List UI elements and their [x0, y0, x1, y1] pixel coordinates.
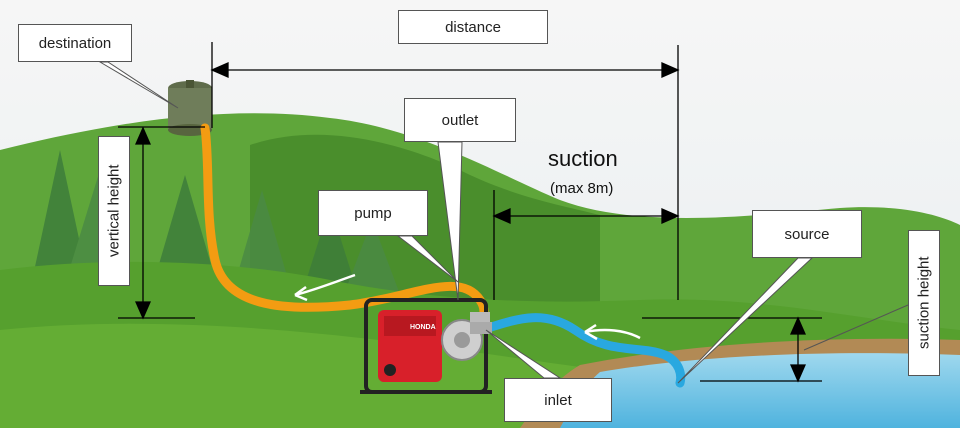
- water-pump-icon: HONDA: [360, 298, 492, 394]
- flow-arrow-icon: [584, 323, 641, 341]
- distance-arrow-left: [210, 62, 229, 78]
- callout-pointers: [98, 61, 909, 384]
- inlet-label: inlet: [504, 378, 612, 422]
- flow-arrow-icon: [294, 273, 356, 302]
- suction-arrow-right: [661, 208, 680, 224]
- suction-max-note: (max 8m): [550, 180, 614, 197]
- distance-arrow-right: [661, 62, 680, 78]
- meadow-front: [0, 323, 620, 428]
- pump-label: pump: [318, 190, 428, 236]
- distance-label: distance: [398, 10, 548, 44]
- suction-height-label: suction height: [908, 230, 940, 376]
- suction-height-arrow-bottom: [790, 364, 806, 383]
- vertical-arrow-bottom: [135, 301, 151, 320]
- water-tank-icon: [168, 80, 212, 136]
- suction-height-arrow-top: [790, 316, 806, 335]
- source-label: source: [752, 210, 862, 258]
- water-source: [560, 353, 960, 428]
- destination-label: destination: [18, 24, 132, 62]
- suction-hose: [483, 313, 686, 388]
- suction-title: suction: [548, 146, 618, 171]
- outlet-label: outlet: [404, 98, 516, 142]
- vertical-height-label: vertical height: [98, 136, 130, 286]
- pump-brand-text: HONDA: [410, 324, 436, 331]
- dimension-lines: [118, 42, 822, 383]
- vertical-arrow-top: [135, 126, 151, 145]
- suction-arrow-left: [492, 208, 511, 224]
